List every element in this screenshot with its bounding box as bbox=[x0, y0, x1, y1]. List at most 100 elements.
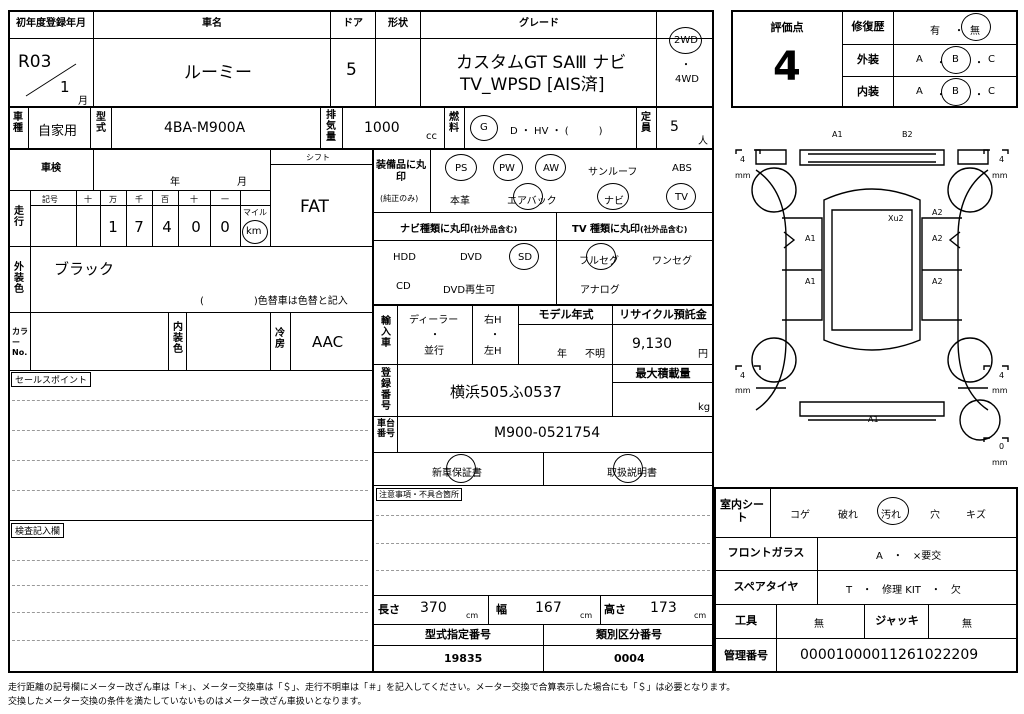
tread-spare-mm: mm bbox=[992, 458, 1008, 467]
mile-col-10m: 十 bbox=[84, 195, 92, 204]
windshield-value: A ・ ×要交 bbox=[876, 551, 942, 562]
import-parallel: 並行 bbox=[424, 346, 444, 357]
equip-label: 装備品に丸印 bbox=[376, 160, 426, 183]
dmg-a1-l1: A1 bbox=[805, 234, 816, 243]
equip-aw-circle bbox=[535, 154, 566, 181]
fuel-g-circle bbox=[470, 115, 498, 141]
dmg-xu2: Xu2 bbox=[888, 214, 904, 223]
ext-b-circle bbox=[941, 46, 971, 74]
equip-leather: 本革 bbox=[450, 196, 470, 207]
tv-sub-text: (社外品含む) bbox=[640, 225, 688, 234]
int-c: C bbox=[988, 86, 995, 97]
door-header: ドア bbox=[343, 18, 363, 29]
equip-sunroof: サンルーフ bbox=[588, 167, 638, 178]
equip-abs: ABS bbox=[672, 163, 692, 174]
mgmt-value: 00001000011261022209 bbox=[800, 647, 979, 663]
mile-col-juu: 十 bbox=[190, 195, 198, 204]
car-name-header: 車名 bbox=[202, 18, 222, 29]
import-dot2: ・ bbox=[490, 330, 500, 341]
navi-dvd: DVD bbox=[460, 252, 483, 263]
sheet-yogore-circle bbox=[877, 497, 909, 525]
disp-label: 排気量 bbox=[326, 110, 336, 143]
drive-2wd-circle bbox=[669, 27, 702, 54]
import-label: 輸入車 bbox=[381, 316, 391, 349]
drive-dot: ・ bbox=[681, 60, 691, 71]
tv-type-label: TV 種類に丸印(社外品含む) bbox=[572, 220, 687, 235]
inspection-label: 車検 bbox=[41, 163, 61, 174]
mileage-label: 走行 bbox=[14, 206, 24, 228]
cap-unit: 人 bbox=[698, 136, 708, 147]
repair-dot: ・ bbox=[954, 26, 964, 37]
reg-diagonal bbox=[25, 63, 77, 97]
tv-oneseg: ワンセグ bbox=[652, 256, 692, 267]
tread-fl: 4 bbox=[740, 155, 746, 164]
tread-spare: 0 bbox=[999, 442, 1005, 451]
int-dot2: ・ bbox=[974, 90, 984, 101]
manual-circle bbox=[613, 454, 643, 483]
int-b-circle bbox=[941, 78, 971, 106]
ext-dot2: ・ bbox=[974, 58, 984, 69]
repair-no-circle bbox=[961, 13, 991, 41]
color-note: ( )色替車は色替と記入 bbox=[200, 296, 348, 307]
navi-sd-circle bbox=[509, 243, 539, 270]
fuel-label: 燃料 bbox=[449, 112, 459, 134]
inspection-notes-label: 検査記入欄 bbox=[11, 523, 65, 538]
car-damage-diagram bbox=[735, 149, 1009, 442]
navi-sub-text: (社外品含む) bbox=[470, 225, 518, 234]
hgt-label: 高さ bbox=[604, 603, 626, 616]
warranty-circle bbox=[446, 454, 476, 483]
equip-sub: (純正のみ) bbox=[380, 194, 419, 203]
model-label: 型式 bbox=[96, 112, 106, 134]
inspection-year: 年 bbox=[170, 177, 180, 188]
score-value: 4 bbox=[773, 44, 801, 90]
shift-label: シフト bbox=[306, 153, 330, 162]
dmg-a2-3: A2 bbox=[932, 277, 943, 286]
maxload-kg: kg bbox=[698, 402, 711, 413]
jack-label: ジャッキ bbox=[875, 614, 919, 627]
ext-a: A bbox=[916, 54, 923, 65]
import-dealer: ディーラー bbox=[409, 315, 459, 326]
use-value: 自家用 bbox=[38, 124, 78, 139]
mile-digit-5: 0 bbox=[220, 218, 230, 236]
type-no-value: 19835 bbox=[444, 652, 483, 665]
sheet-ana: 穴 bbox=[930, 510, 940, 521]
mile-unit: マイル bbox=[243, 208, 267, 217]
sheet-kizu: キズ bbox=[966, 510, 986, 521]
chassis-label: 車台番号 bbox=[376, 419, 395, 439]
wid-unit: cm bbox=[580, 611, 593, 620]
recycle-label: リサイクル預託金 bbox=[619, 308, 707, 321]
shift-value: FAT bbox=[300, 197, 329, 217]
tools-label: 工具 bbox=[735, 614, 757, 627]
drive-4wd: 4WD bbox=[675, 74, 699, 85]
model-year-year: 年 bbox=[557, 349, 567, 360]
navi-label-text: ナビ種類に丸印 bbox=[400, 224, 470, 235]
km-circle bbox=[242, 220, 268, 244]
model-year-unknown: 不明 bbox=[585, 349, 605, 360]
ac-value: AAC bbox=[312, 333, 344, 351]
dmg-a2-2: A2 bbox=[932, 234, 943, 243]
navi-cd: CD bbox=[396, 281, 411, 292]
tread-rr: 4 bbox=[999, 371, 1005, 380]
use-label: 車種 bbox=[13, 112, 23, 134]
repair-yes: 有 bbox=[930, 26, 940, 37]
reg-no-value: 横浜505ふ0537 bbox=[450, 383, 562, 401]
sales-point-label: セールスポイント bbox=[11, 372, 92, 387]
equip-ps-circle bbox=[445, 154, 477, 181]
inspection-month: 月 bbox=[237, 177, 247, 188]
sheet-koge: コゲ bbox=[790, 510, 810, 521]
reg-month: 1 bbox=[60, 78, 70, 96]
tread-rl-mm: mm bbox=[735, 386, 751, 395]
score-label: 評価点 bbox=[770, 21, 804, 34]
mile-col-sen: 千 bbox=[135, 195, 143, 204]
cap-value: 5 bbox=[670, 119, 679, 135]
navi-label: ナビ種類に丸印(社外品含む) bbox=[400, 220, 517, 235]
caution-label: 注意事項・不具合箇所 bbox=[376, 488, 462, 501]
dmg-a1-l2: A1 bbox=[805, 277, 816, 286]
wid-label: 幅 bbox=[496, 603, 507, 616]
sheet-yabure: 破れ bbox=[838, 510, 858, 521]
len-value: 370 bbox=[420, 600, 447, 616]
ext-c: C bbox=[988, 54, 995, 65]
footer-line2: 交換したメーター交換の条件を満たしていないものはメーター改ざん車扱いとなります。 bbox=[8, 697, 367, 707]
fuel-rest: D ・ HV ・ ( ) bbox=[510, 126, 603, 137]
reg-month-unit: 月 bbox=[78, 96, 88, 107]
